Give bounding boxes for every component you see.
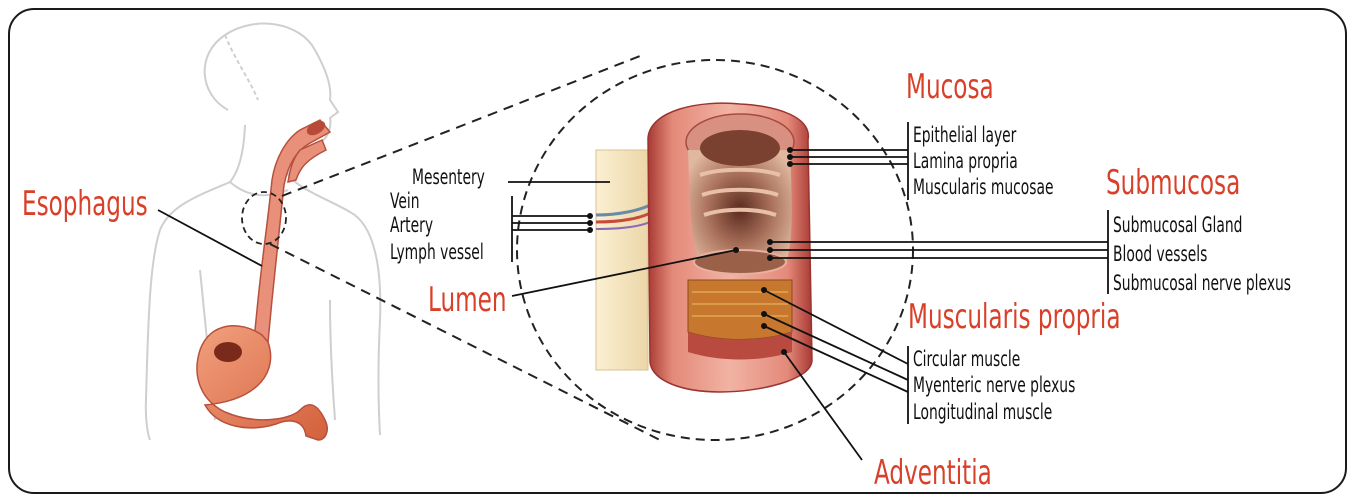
- label-submucosal-nerve-plexus: Submucosal nerve plexus: [1113, 273, 1291, 294]
- label-blood-vessels: Blood vessels: [1113, 244, 1207, 265]
- label-lumen: Lumen: [428, 283, 507, 317]
- esophagus-cross-section: [596, 103, 812, 392]
- label-submucosal-gland: Submucosal Gland: [1113, 215, 1242, 236]
- label-adventitia: Adventitia: [874, 456, 992, 490]
- label-esophagus: Esophagus: [22, 187, 148, 221]
- label-vein: Vein: [390, 191, 420, 212]
- label-muscularis-propria: Muscularis propria: [908, 300, 1121, 334]
- label-artery: Artery: [390, 215, 433, 236]
- label-lamina-propria: Lamina propria: [913, 151, 1018, 172]
- label-circular-muscle: Circular muscle: [913, 349, 1020, 370]
- esophagus-organ: [197, 118, 330, 440]
- label-submucosa: Submucosa: [1106, 166, 1240, 200]
- label-myenteric-nerve-plexus: Myenteric nerve plexus: [913, 375, 1075, 396]
- label-lymph-vessel: Lymph vessel: [390, 242, 484, 263]
- label-epithelial-layer: Epithelial layer: [913, 125, 1016, 146]
- label-mesentery: Mesentery: [412, 167, 485, 188]
- label-muscularis-mucosae: Muscularis mucosae: [913, 177, 1054, 198]
- label-mucosa: Mucosa: [906, 70, 994, 104]
- label-longitudinal-muscle: Longitudinal muscle: [913, 402, 1052, 423]
